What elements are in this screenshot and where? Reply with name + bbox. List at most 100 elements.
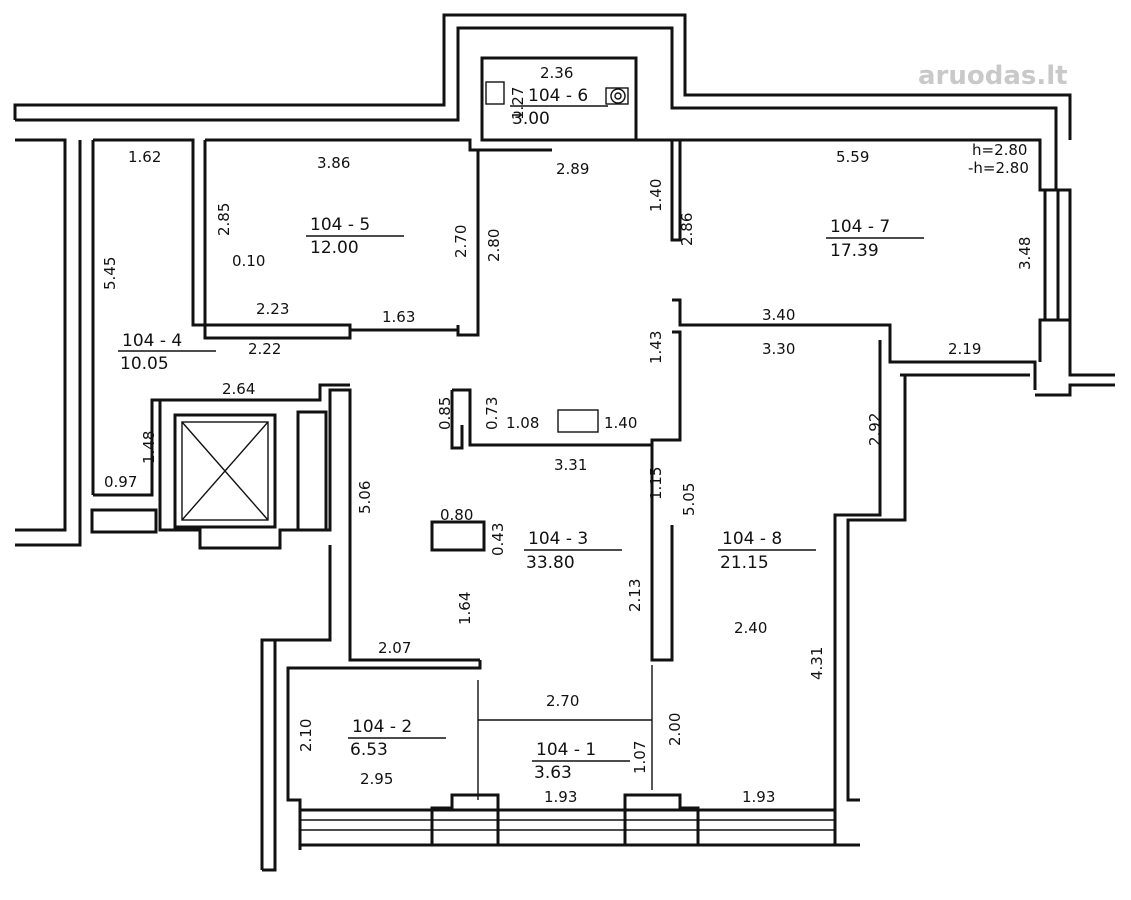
dim-label: 2.95: [360, 770, 393, 788]
hall-right-wall-top2: [600, 138, 682, 242]
dim-label: 3.30: [762, 340, 795, 358]
room-104-2-id: 104 - 2: [352, 717, 412, 737]
dim-label: 0.73: [483, 397, 501, 430]
dim-label: 0.80: [440, 506, 473, 524]
room-104-1-id: 104 - 1: [536, 740, 596, 760]
shaft-block: [296, 410, 328, 532]
dim-label: 2.19: [948, 340, 981, 358]
dim-label: 3.31: [554, 456, 587, 474]
core-wall-lower: [260, 545, 332, 870]
dim-label: 2.13: [626, 579, 644, 612]
room-104-6-wall: [480, 56, 638, 142]
dim-label: 1.64: [456, 592, 474, 625]
outer-bottom-right: [833, 800, 860, 847]
room-104-8-area: 21.15: [720, 553, 769, 573]
dim-label: 2.89: [556, 160, 589, 178]
dim-label: 3.86: [317, 154, 350, 172]
room-104-6-id: 104 - 6: [528, 86, 588, 106]
core-wall: [158, 388, 480, 662]
dim-label: 2.70: [546, 692, 579, 710]
room-104-7-id: 104 - 7: [830, 217, 890, 237]
dim-label: 2.23: [256, 300, 289, 318]
dim-label: 1.93: [544, 788, 577, 806]
room-104-7-area: 17.39: [830, 241, 879, 261]
room-104-3-area: 33.80: [526, 553, 575, 573]
room-104-8-right-outer: [846, 373, 907, 802]
watermark-text: aruodas.lt: [918, 61, 1068, 91]
dim-label: 1.07: [631, 741, 649, 774]
dim-label: 2.40: [734, 619, 767, 637]
dim-label: 2.80: [485, 229, 503, 262]
dim-label: 1.40: [604, 414, 637, 432]
column-block: [430, 520, 486, 552]
dim-label: 5.59: [836, 148, 869, 166]
room-104-8-left: [650, 330, 682, 662]
closet-wall-b: [450, 390, 464, 450]
dim-label: 1.27: [509, 87, 527, 120]
outer-wall-left-stub2: [15, 140, 82, 547]
room-104-2-wall: [286, 660, 482, 850]
dim-label: 2.86: [678, 213, 696, 246]
dim-label: 1.62: [128, 148, 161, 166]
sink-fixture: [557, 409, 599, 433]
dim-label: 2.85: [215, 203, 233, 236]
outer-bottom-left: [262, 640, 277, 872]
dim-label: 1.48: [140, 431, 158, 464]
height-label-1: h=2.80: [972, 141, 1027, 159]
dim-label: 1.43: [647, 331, 665, 364]
closet-wall: [452, 388, 652, 447]
dim-label: 2.36: [540, 64, 573, 82]
dim-label: 4.31: [808, 647, 826, 680]
dim-label: 2.22: [248, 340, 281, 358]
dim-label: 2.70: [452, 225, 470, 258]
dim-label: 1.15: [647, 467, 665, 500]
pillar-right: [623, 793, 700, 845]
dim-label: 1.40: [647, 179, 665, 212]
toilet-fixture: [485, 81, 505, 105]
room-104-5-id: 104 - 5: [310, 215, 370, 235]
dim-label: 2.10: [297, 719, 315, 752]
room-104-8-right: [833, 340, 882, 800]
outer-wall-top-left: [13, 13, 1072, 140]
dim-label: 2.64: [222, 380, 255, 398]
dim-label: 1.63: [382, 308, 415, 326]
outer-wall-right: [1068, 320, 1115, 377]
dim-label: 0.10: [232, 252, 265, 270]
toilet-bowl-icon: [610, 88, 626, 104]
dim-label: 2.07: [378, 639, 411, 657]
elevator-cross-b: [181, 421, 269, 521]
outer-wall-right2: [1035, 383, 1115, 397]
room-104-4-bottom: [93, 383, 350, 497]
dim-label: 5.06: [356, 481, 374, 514]
room-104-4-area: 10.05: [120, 354, 169, 374]
room-104-4-wall: [93, 138, 352, 340]
room-104-5-area: 12.00: [310, 238, 359, 258]
outer-wall-left-stub: [15, 138, 67, 532]
dim-label: 0.97: [104, 473, 137, 491]
dim-label: 2.00: [666, 713, 684, 746]
toilet-tank-icon: [605, 87, 629, 105]
dim-label: 5.05: [680, 483, 698, 516]
dim-label: 5.45: [101, 257, 119, 290]
room-104-3-id: 104 - 3: [528, 529, 588, 549]
dim-label: 1.08: [506, 414, 539, 432]
outer-wall-top-left-inner: [15, 26, 1058, 190]
dim-label: 2.92: [866, 413, 884, 446]
dim-label: 0.85: [436, 397, 454, 430]
room-104-6-area: 3.00: [512, 109, 550, 129]
dim-label: 1.93: [742, 788, 775, 806]
left-small-block: [90, 508, 158, 534]
elevator-shaft: [173, 413, 277, 529]
dim-label: 0.43: [489, 523, 507, 556]
toilet-bowl-inner-icon: [614, 92, 622, 100]
dim-label: 3.48: [1016, 237, 1034, 270]
room-104-7-outer: [680, 138, 1072, 362]
pillar-left: [430, 793, 500, 845]
room-104-4-id: 104 - 4: [122, 331, 182, 351]
height-label-2: -h=2.80: [968, 159, 1029, 177]
elevator-car: [181, 421, 269, 521]
room-104-2-area: 6.53: [350, 740, 388, 760]
room-104-8-id: 104 - 8: [722, 529, 782, 549]
room-104-1-area: 3.63: [534, 763, 572, 783]
